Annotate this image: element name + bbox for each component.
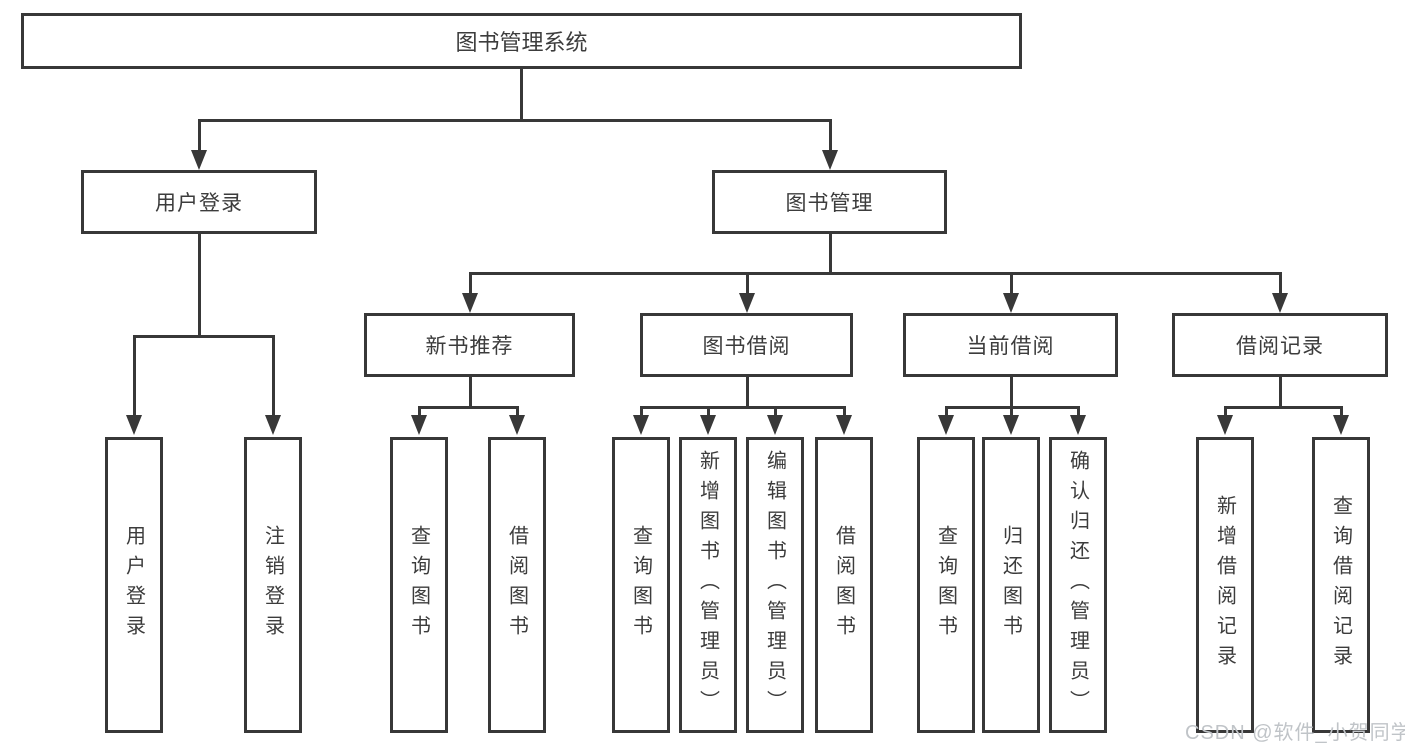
leaf-logout: 注销登录 [244,437,302,733]
leaf-current-query-books: 查询图书 [917,437,975,733]
connector-line [829,234,832,274]
connector-line [640,406,846,409]
connector-line [843,406,846,417]
connector-line [516,406,519,417]
node-new-book-recommendation: 新书推荐 [364,313,575,377]
connector-line [1279,272,1282,295]
connector-line [418,406,421,417]
arrow-down-icon [509,415,525,435]
connector-line [469,375,472,408]
connector-line [198,119,201,152]
connector-line [1224,406,1343,409]
connector-line [829,119,832,152]
arrow-down-icon [700,415,716,435]
connector-line [198,119,832,122]
arrow-down-icon [265,415,281,435]
arrow-down-icon [411,415,427,435]
node-library-management-system: 图书管理系统 [21,13,1022,69]
node-book-borrowing: 图书借阅 [640,313,853,377]
connector-line [640,406,643,417]
connector-line [945,406,948,417]
arrow-down-icon [1003,415,1019,435]
connector-line [1010,272,1013,295]
leaf-borrow-add-books-admin: 新增图书（管理员） [679,437,737,733]
arrow-down-icon [1003,293,1019,313]
connector-line [1340,406,1343,417]
leaf-borrow-edit-books-admin: 编辑图书（管理员） [746,437,804,733]
connector-line [1077,406,1080,417]
connector-line [1224,406,1227,417]
leaf-records-query-record: 查询借阅记录 [1312,437,1370,733]
arrow-down-icon [633,415,649,435]
arrow-down-icon [767,415,783,435]
arrow-down-icon [739,293,755,313]
connector-line [774,406,777,417]
arrow-down-icon [126,415,142,435]
node-current-borrowing: 当前借阅 [903,313,1118,377]
connector-line [133,335,136,417]
node-user-login: 用户登录 [81,170,317,234]
connector-line [418,406,519,409]
arrow-down-icon [1272,293,1288,313]
arrow-down-icon [462,293,478,313]
connector-line [1279,375,1282,408]
leaf-current-confirm-return-admin: 确认归还（管理员） [1049,437,1107,733]
arrow-down-icon [1217,415,1233,435]
arrow-down-icon [836,415,852,435]
connector-line [272,335,275,417]
leaf-recommend-borrow-books: 借阅图书 [488,437,546,733]
connector-line [198,234,201,337]
leaf-recommend-query-books: 查询图书 [390,437,448,733]
leaf-borrow-query-books: 查询图书 [612,437,670,733]
node-borrowing-records: 借阅记录 [1172,313,1388,377]
arrow-down-icon [1070,415,1086,435]
arrow-down-icon [1333,415,1349,435]
node-book-management: 图书管理 [712,170,947,234]
arrow-down-icon [191,150,207,170]
connector-line [520,69,523,121]
connector-line [1010,375,1013,408]
connector-line [1010,406,1013,417]
leaf-records-add-record: 新增借阅记录 [1196,437,1254,733]
csdn-watermark: CSDN @软件_小贺同学 [1185,722,1405,744]
connector-line [746,375,749,408]
leaf-borrow-borrow-books: 借阅图书 [815,437,873,733]
connector-line [133,335,275,338]
connector-line [469,272,1282,275]
leaf-user-login: 用户登录 [105,437,163,733]
arrow-down-icon [938,415,954,435]
leaf-current-return-books: 归还图书 [982,437,1040,733]
connector-line [707,406,710,417]
arrow-down-icon [822,150,838,170]
connector-line [469,272,472,295]
connector-line [746,272,749,295]
